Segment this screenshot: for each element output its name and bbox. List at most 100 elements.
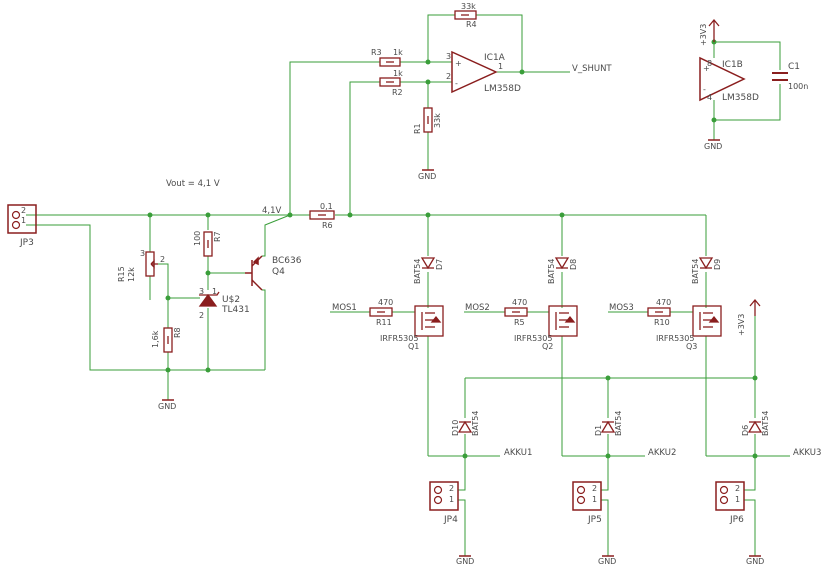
ch2-gate-value: 470 <box>512 298 527 307</box>
ch2-diode-top-part: BAT54 <box>547 259 556 284</box>
ic1a-minus: - <box>455 79 458 88</box>
ic1a-part: LM358D <box>484 84 521 94</box>
channel-1: BAT54 D7 MOS1 470 R11 IRFR5305 Q1 D10 BA… <box>332 257 532 458</box>
vcc-label-diodes: +3V3 <box>737 314 746 336</box>
jp6-pin-1: 1 <box>735 495 740 504</box>
resistor-r2 <box>379 77 401 87</box>
jp3-label: JP3 <box>19 238 34 248</box>
r8-value: 1,6k <box>151 330 160 348</box>
shunt-regulator-u2 <box>198 291 220 307</box>
r2-value: 1k <box>393 69 403 78</box>
ch1-diode-bot-name: D10 <box>451 420 460 436</box>
ic1b-pin-4: 4 <box>707 93 712 102</box>
ch1-mosfet <box>414 305 444 337</box>
connector-jp4: 2 1 JP4 <box>429 481 459 525</box>
node-4v1-label: 4,1V <box>262 206 282 216</box>
gnd-label-3: GND <box>704 142 722 151</box>
r6-name: R6 <box>322 221 333 230</box>
r6-value: 0,1 <box>320 202 333 211</box>
gnd-label-5: GND <box>598 557 616 566</box>
ic1a-plus: + <box>455 59 462 68</box>
resistor-r4 <box>454 10 477 20</box>
q4-name: Q4 <box>272 267 285 277</box>
diode-d7 <box>420 257 436 270</box>
ch3-gate-resistor <box>647 307 671 317</box>
connector-jp3: 2 1 JP3 <box>7 204 37 248</box>
ic1b-part: LM358D <box>722 93 759 103</box>
ic1a-pin-3: 3 <box>446 52 451 61</box>
ch3-gate-name: R10 <box>654 318 670 327</box>
ch2-diode-top-name: D8 <box>569 259 578 270</box>
c1-name: C1 <box>788 62 800 72</box>
ic1a-name: IC1A <box>484 53 506 63</box>
q4-part: BC636 <box>272 256 302 266</box>
opamp-ic1a <box>451 50 498 94</box>
v-shunt-net: V_SHUNT <box>572 64 612 74</box>
jp4-label: JP4 <box>443 515 458 525</box>
ch2-fet-name: Q2 <box>542 342 553 351</box>
u2-pin-2: 2 <box>199 311 204 320</box>
r1-value: 33k <box>433 113 442 128</box>
ch2-mosfet <box>548 305 578 337</box>
jp5-pin-1: 1 <box>592 495 597 504</box>
ch2-mos-net: MOS2 <box>465 303 490 313</box>
ch3-diode-top-part: BAT54 <box>691 259 700 284</box>
ch1-fet-name: Q1 <box>408 342 419 351</box>
r15-pin-3: 3 <box>140 249 145 258</box>
jp3-pin-2: 2 <box>21 206 26 215</box>
ch1-diode-bot-part: BAT54 <box>471 411 480 436</box>
jp4-pin-1: 1 <box>449 495 454 504</box>
resistor-r3 <box>379 57 401 67</box>
ch1-diode-top-name: D7 <box>435 259 444 270</box>
u2-part: TL431 <box>221 305 250 315</box>
ch3-gate-value: 470 <box>656 298 671 307</box>
jp6-pin-2: 2 <box>735 484 740 493</box>
vcc-arrow-ic <box>708 18 720 42</box>
ch1-gate-value: 470 <box>378 298 393 307</box>
ic1a-pin-1: 1 <box>498 62 503 71</box>
connector-jp5: 2 1 JP5 <box>572 481 602 525</box>
gnd-label-6: GND <box>746 557 764 566</box>
gnd-label-2: GND <box>418 172 436 181</box>
ic1b-minus: - <box>703 85 706 94</box>
r3-name: R3 <box>371 48 382 57</box>
ic1b-pin-8: 8 <box>707 59 712 68</box>
resistor-r7 <box>203 231 213 257</box>
channel-2: BAT54 D8 MOS2 470 R5 IRFR5305 Q2 D1 BAT5… <box>465 257 676 458</box>
r1-name: R1 <box>413 123 422 134</box>
ch3-akku-net: AKKU3 <box>793 448 821 458</box>
r7-name: R7 <box>213 231 222 242</box>
ch2-fet-part: IRFR5305 <box>514 334 552 343</box>
r2-name: R2 <box>392 88 403 97</box>
ch1-fet-part: IRFR5305 <box>380 334 418 343</box>
ch3-mosfet <box>692 305 722 337</box>
resistor-r8 <box>163 327 173 353</box>
ch1-gate-name: R11 <box>376 318 392 327</box>
jp3-pin-1: 1 <box>21 216 26 225</box>
junctions <box>147 39 758 459</box>
ch3-diode-top-name: D9 <box>713 259 722 270</box>
diode-d1 <box>600 420 616 433</box>
ch2-akku-net: AKKU2 <box>648 448 676 458</box>
ch3-mos-net: MOS3 <box>609 303 634 313</box>
ch3-diode-bot-name: D6 <box>741 425 750 436</box>
vcc-label-ic: +3V3 <box>699 24 708 46</box>
diode-d6 <box>747 420 763 433</box>
jp5-label: JP5 <box>587 515 602 525</box>
jp5-pin-2: 2 <box>592 484 597 493</box>
resistor-r6 <box>309 210 335 220</box>
c1-value: 100n <box>788 82 808 91</box>
channel-3: BAT54 D9 MOS3 470 R10 IRFR5305 Q3 D6 BAT… <box>609 257 821 458</box>
diode-d9 <box>698 257 714 270</box>
jp4-pin-2: 2 <box>449 484 454 493</box>
ch2-diode-bot-part: BAT54 <box>614 411 623 436</box>
jp6-label: JP6 <box>729 515 744 525</box>
ch1-mos-net: MOS1 <box>332 303 357 313</box>
ch2-diode-bot-name: D1 <box>594 425 603 436</box>
wires <box>26 14 790 556</box>
r15-name: R15 <box>117 266 126 282</box>
ch3-diode-bot-part: BAT54 <box>761 411 770 436</box>
r15-value: 12k <box>127 267 136 282</box>
r15-pin-2: 2 <box>160 255 165 264</box>
